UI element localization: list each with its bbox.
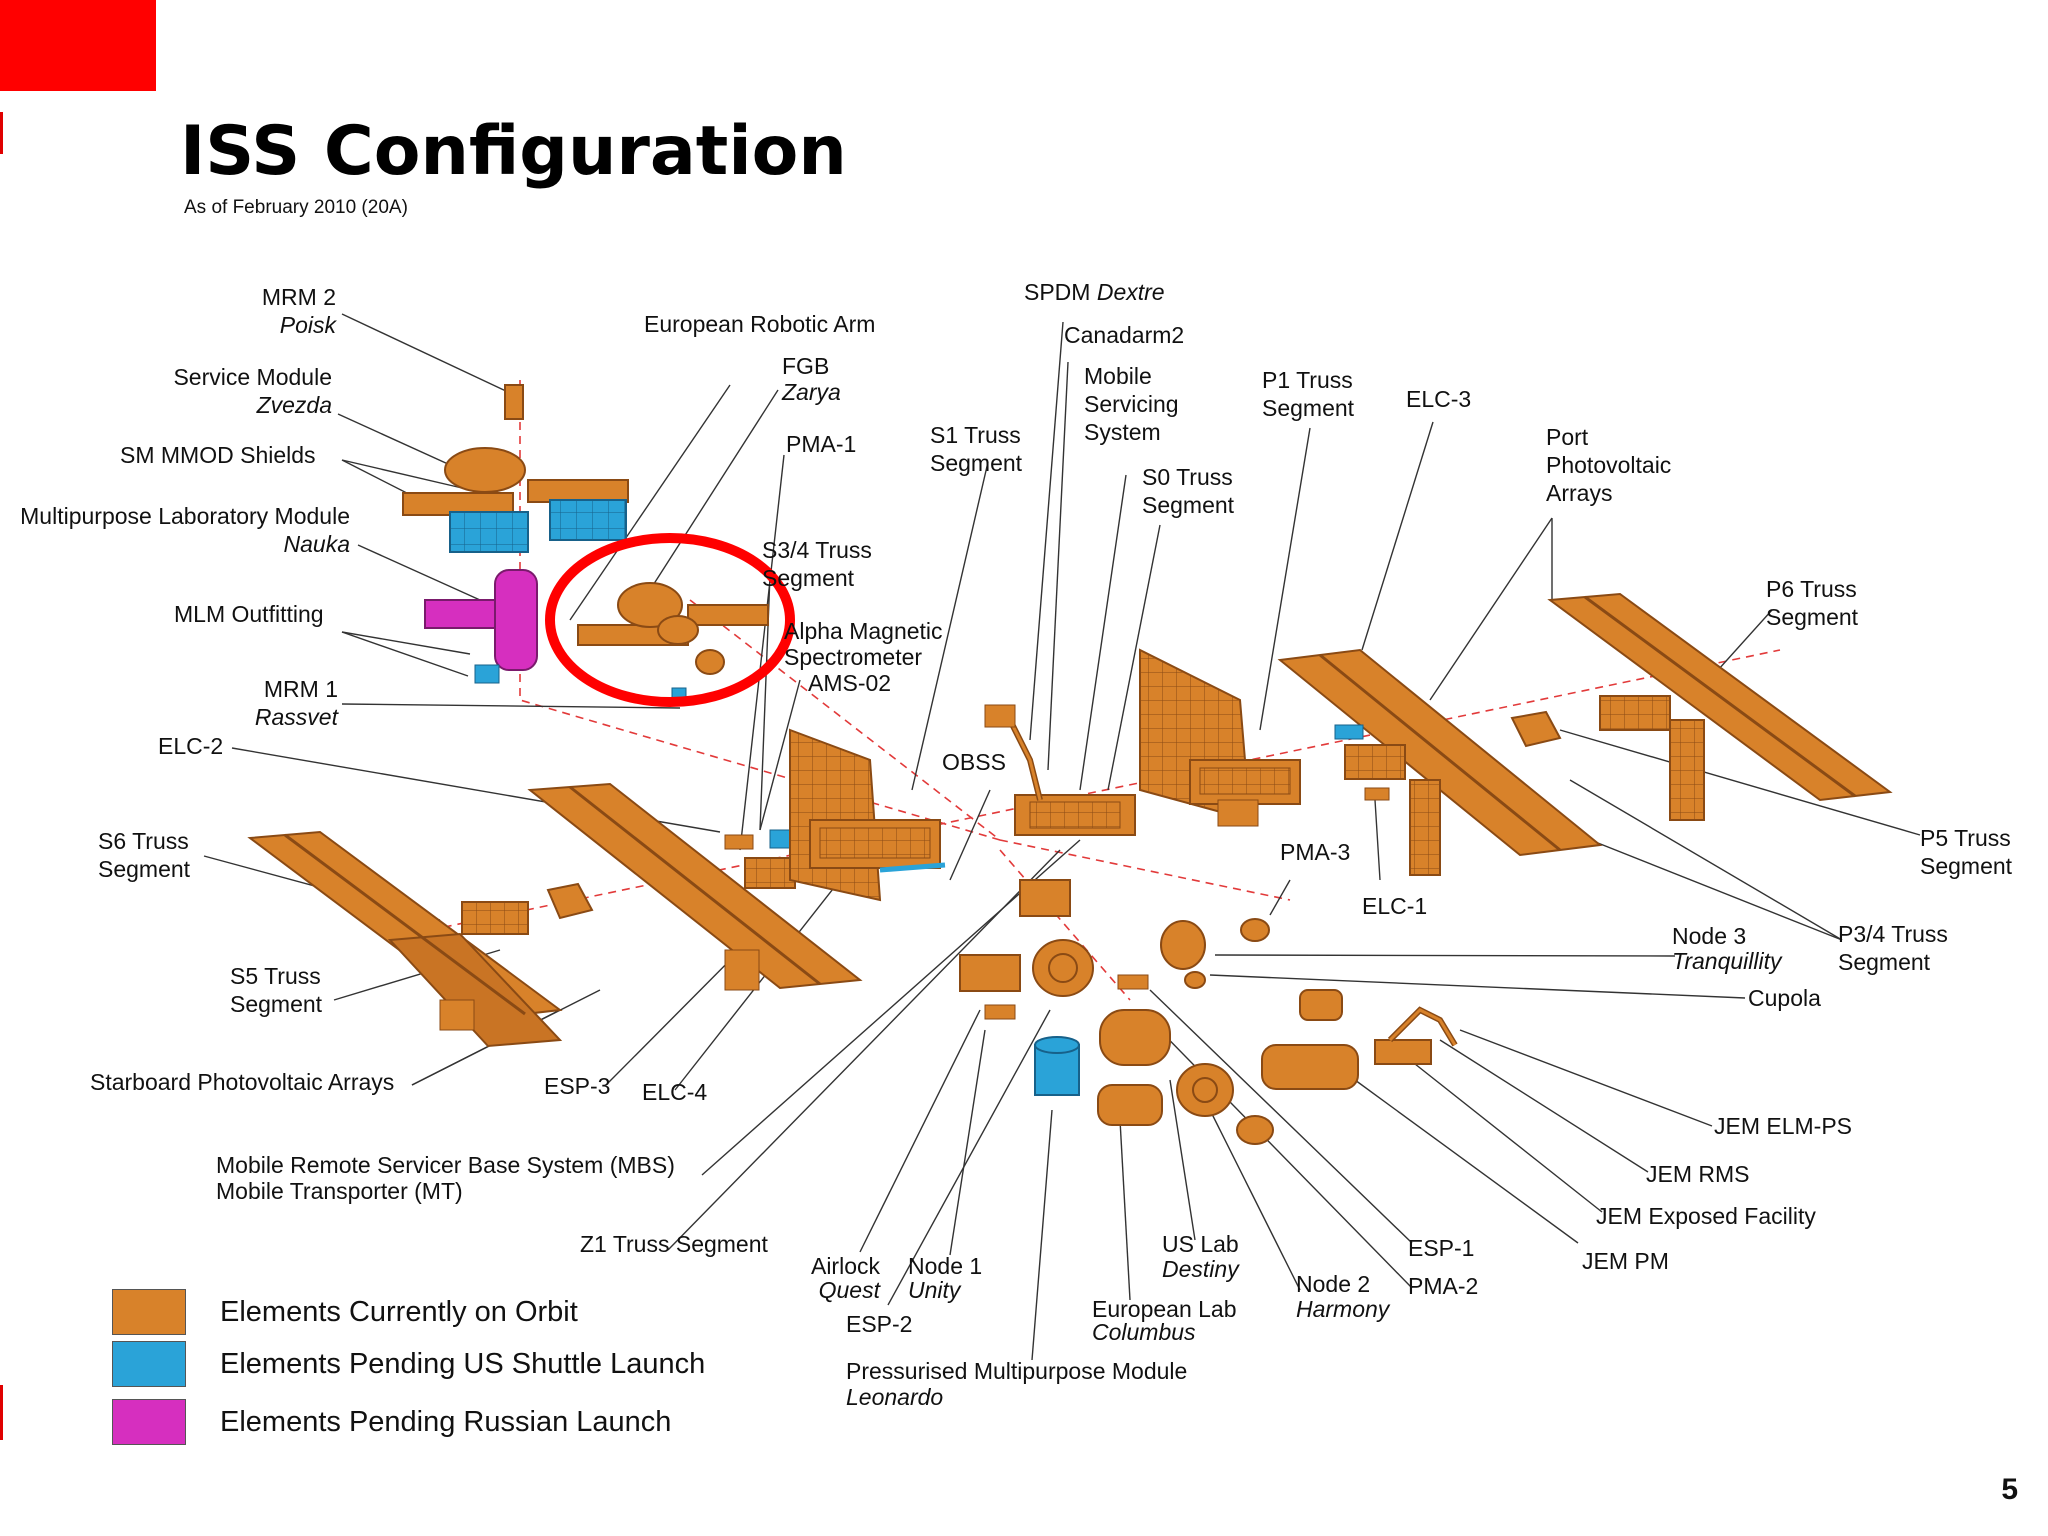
legend-swatch	[112, 1341, 186, 1387]
label-esp2: ESP-2	[846, 1311, 913, 1337]
legend-item-on-orbit: Elements Currently on Orbit	[112, 1280, 578, 1344]
russian-segment	[402, 384, 629, 684]
left-edge-mark	[0, 1385, 3, 1440]
label-z1-truss: Z1 Truss Segment	[580, 1231, 768, 1257]
s6-solar-arrays	[247, 830, 563, 1048]
label-spdm-dextre: SPDM Dextre	[1024, 279, 1165, 305]
label-starboard-arrays: Starboard Photovoltaic Arrays	[90, 1069, 395, 1095]
label-sm-mmod-shields: SM MMOD Shields	[120, 442, 316, 468]
label-obss: OBSS	[942, 749, 1006, 775]
us-modules	[959, 879, 1274, 1145]
p34-solar-arrays	[1277, 648, 1603, 876]
label-elc3: ELC-3	[1406, 386, 1472, 412]
legend-swatch	[112, 1289, 186, 1335]
label-jem-elm-ps: JEM ELM-PS	[1714, 1113, 1853, 1139]
label-elc1: ELC-1	[1362, 893, 1428, 919]
label-canadarm2: Canadarm2	[1064, 322, 1185, 348]
s34-solar-arrays	[527, 782, 863, 991]
legend-swatch	[112, 1399, 186, 1445]
s5-s6-truss	[461, 882, 594, 935]
page-number: 5	[2001, 1473, 2018, 1506]
red-corner-block	[0, 0, 156, 91]
label-pma3: PMA-3	[1280, 839, 1351, 865]
label-pma2: PMA-2	[1408, 1273, 1479, 1299]
label-mbs-mt: Mobile Remote Servicer Base System (MBS)…	[216, 1152, 675, 1204]
label-elc2: ELC-2	[158, 733, 224, 759]
label-elc4: ELC-4	[642, 1079, 708, 1105]
label-jem-rms: JEM RMS	[1646, 1161, 1750, 1187]
label-cupola: Cupola	[1748, 985, 1821, 1011]
jem-modules	[1261, 989, 1458, 1090]
p6-solar-arrays	[1510, 592, 1893, 821]
label-esp3: ESP-3	[544, 1073, 611, 1099]
label-esp1: ESP-1	[1408, 1235, 1475, 1261]
highlight-circle	[545, 533, 795, 707]
page-subtitle: As of February 2010 (20A)	[184, 197, 408, 218]
left-edge-mark	[0, 112, 3, 154]
p1-truss	[1139, 648, 1301, 827]
label-pma1: PMA-1	[786, 431, 857, 457]
legend-item-us-shuttle: Elements Pending US Shuttle Launch	[112, 1332, 705, 1396]
label-jem-pm: JEM PM	[1582, 1248, 1669, 1274]
s1-truss	[789, 728, 946, 902]
page-title: ISS Configuration	[180, 112, 847, 191]
label-mlm-outfitting: MLM Outfitting	[174, 601, 324, 627]
label-jem-exposed-facility: JEM Exposed Facility	[1596, 1203, 1816, 1229]
s0-truss-and-canadarm	[984, 704, 1136, 836]
legend-item-russian: Elements Pending Russian Launch	[112, 1390, 671, 1454]
label-european-robotic-arm: European Robotic Arm	[644, 311, 876, 337]
